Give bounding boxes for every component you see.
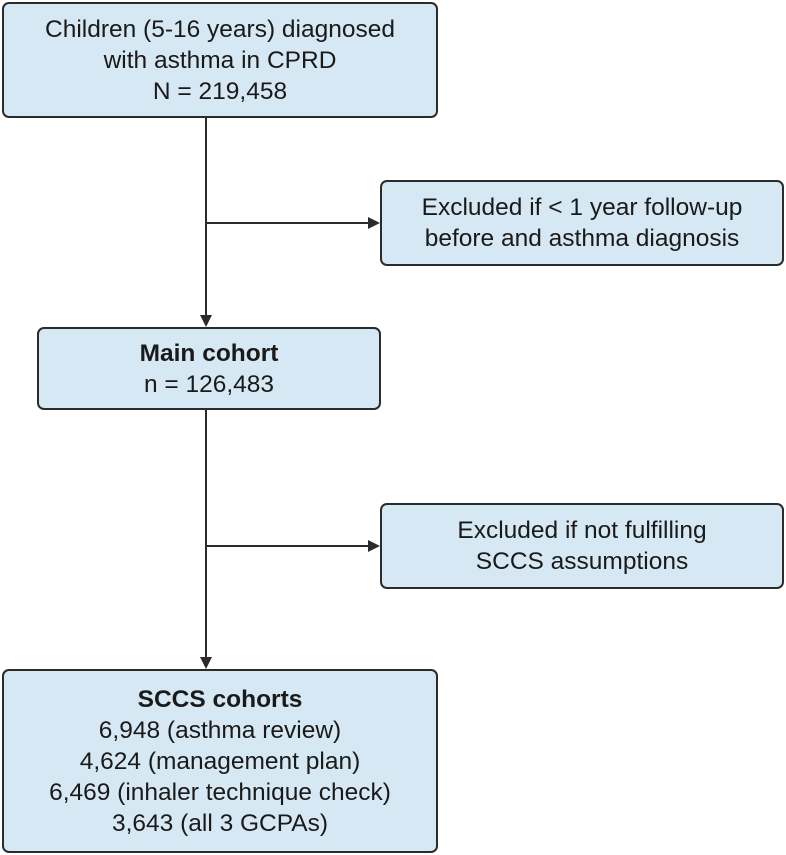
sccs-item-management-plan: 4,624 (management plan): [79, 747, 361, 775]
source-line-2: with asthma in CPRD: [103, 46, 337, 74]
exclusion-1-line-1: Excluded if < 1 year follow-up: [421, 194, 743, 221]
exclusion-box-2: Excluded if not fulfilling SCCS assumpti…: [380, 503, 784, 589]
exclusion-1-line-2: before and asthma diagnosis: [424, 225, 740, 252]
exclusion-2-line-1: Excluded if not fulfilling: [457, 517, 707, 544]
sccs-cohorts-title: SCCS cohorts: [137, 685, 303, 713]
source-line-1: Children (5-16 years) diagnosed: [45, 15, 395, 43]
source-population-box: Children (5-16 years) diagnosed with ast…: [2, 2, 438, 118]
source-count: N = 219,458: [152, 77, 288, 105]
main-cohort-title: Main cohort: [139, 339, 279, 367]
exclusion-box-1: Excluded if < 1 year follow-up before an…: [380, 180, 784, 266]
main-cohort-count: n = 126,483: [143, 370, 275, 398]
main-cohort-box: Main cohort n = 126,483: [37, 327, 381, 410]
sccs-cohorts-box: SCCS cohorts 6,948 (asthma review) 4,624…: [2, 669, 438, 853]
sccs-item-inhaler-check: 6,469 (inhaler technique check): [49, 778, 391, 806]
sccs-item-all-gcpas: 3,643 (all 3 GCPAs): [111, 809, 329, 837]
exclusion-2-line-2: SCCS assumptions: [475, 548, 689, 575]
sccs-item-asthma-review: 6,948 (asthma review): [98, 716, 342, 744]
